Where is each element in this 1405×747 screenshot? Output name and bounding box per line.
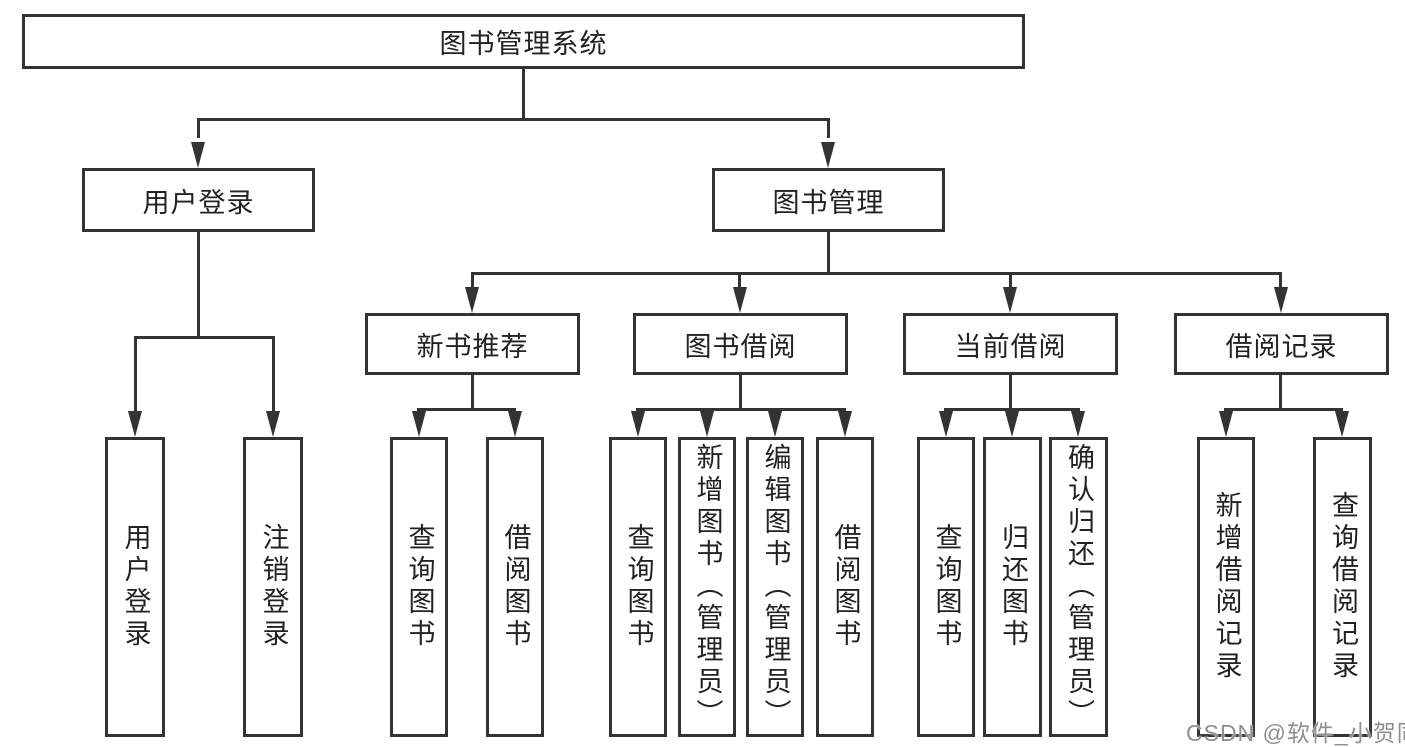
down-arrow-icon [1005, 411, 1019, 437]
leaf-borrow-books-recommend: 借阅图书 [486, 437, 544, 737]
connector-drop [197, 118, 200, 138]
down-arrow-icon [733, 287, 747, 313]
down-arrow-icon [1219, 411, 1233, 437]
connector-drop [471, 272, 474, 290]
connector-root-bar [197, 118, 830, 121]
down-arrow-icon [838, 411, 852, 437]
connector-drop [1279, 272, 1282, 290]
connector-drop [738, 272, 741, 290]
down-arrow-icon [821, 142, 835, 168]
down-arrow-icon [1335, 411, 1349, 437]
connector-drop [272, 336, 275, 414]
csdn-watermark: CSDN @软件_小贺同学 [1186, 720, 1405, 746]
connector-stem [471, 375, 474, 408]
connector-user-login-stem [197, 232, 200, 336]
down-arrow-icon [508, 411, 522, 437]
leaf-add-borrow-record: 新增借阅记录 [1197, 437, 1255, 737]
node-user-login: 用户登录 [82, 168, 315, 232]
down-arrow-icon [191, 142, 205, 168]
down-arrow-icon [465, 287, 479, 313]
node-book-borrow: 图书借阅 [633, 313, 848, 375]
leaf-return-book: 归还图书 [983, 437, 1042, 737]
connector-root-stem [522, 69, 525, 118]
leaf-query-borrow-record: 查询借阅记录 [1313, 437, 1372, 737]
down-arrow-icon [1071, 411, 1085, 437]
down-arrow-icon [631, 411, 645, 437]
down-arrow-icon [1274, 287, 1288, 313]
node-borrow-records: 借阅记录 [1174, 313, 1389, 375]
down-arrow-icon [768, 411, 782, 437]
connector-bar [1224, 408, 1343, 411]
node-root: 图书管理系统 [22, 14, 1025, 69]
leaf-logout: 注销登录 [243, 437, 303, 737]
down-arrow-icon [939, 411, 953, 437]
leaf-query-books-recommend: 查询图书 [390, 437, 448, 737]
connector-bar [636, 408, 846, 411]
connector-book-mgmt-bar [471, 272, 1282, 275]
connector-drop [134, 336, 137, 414]
down-arrow-icon [128, 411, 142, 437]
leaf-query-books-borrow: 查询图书 [609, 437, 667, 737]
down-arrow-icon [700, 411, 714, 437]
leaf-query-books-current: 查询图书 [917, 437, 975, 737]
connector-drop [827, 118, 830, 138]
down-arrow-icon [412, 411, 426, 437]
connector-stem [739, 375, 742, 408]
down-arrow-icon [266, 411, 280, 437]
connector-book-mgmt-stem [827, 232, 830, 272]
node-new-book-recommend: 新书推荐 [365, 313, 580, 375]
connector-stem [1009, 375, 1012, 408]
node-current-borrow: 当前借阅 [903, 313, 1118, 375]
connector-user-login-bar [134, 336, 275, 339]
leaf-confirm-return-admin: 确认归还（管理员） [1049, 437, 1108, 737]
leaf-borrow-books: 借阅图书 [816, 437, 874, 737]
leaf-add-book-admin: 新增图书（管理员） [678, 437, 736, 737]
connector-stem [1279, 375, 1282, 408]
connector-drop [1009, 272, 1012, 290]
node-book-management: 图书管理 [712, 168, 945, 232]
leaf-user-login: 用户登录 [105, 437, 165, 737]
connector-bar [417, 408, 516, 411]
down-arrow-icon [1003, 287, 1017, 313]
leaf-edit-book-admin: 编辑图书（管理员） [746, 437, 804, 737]
